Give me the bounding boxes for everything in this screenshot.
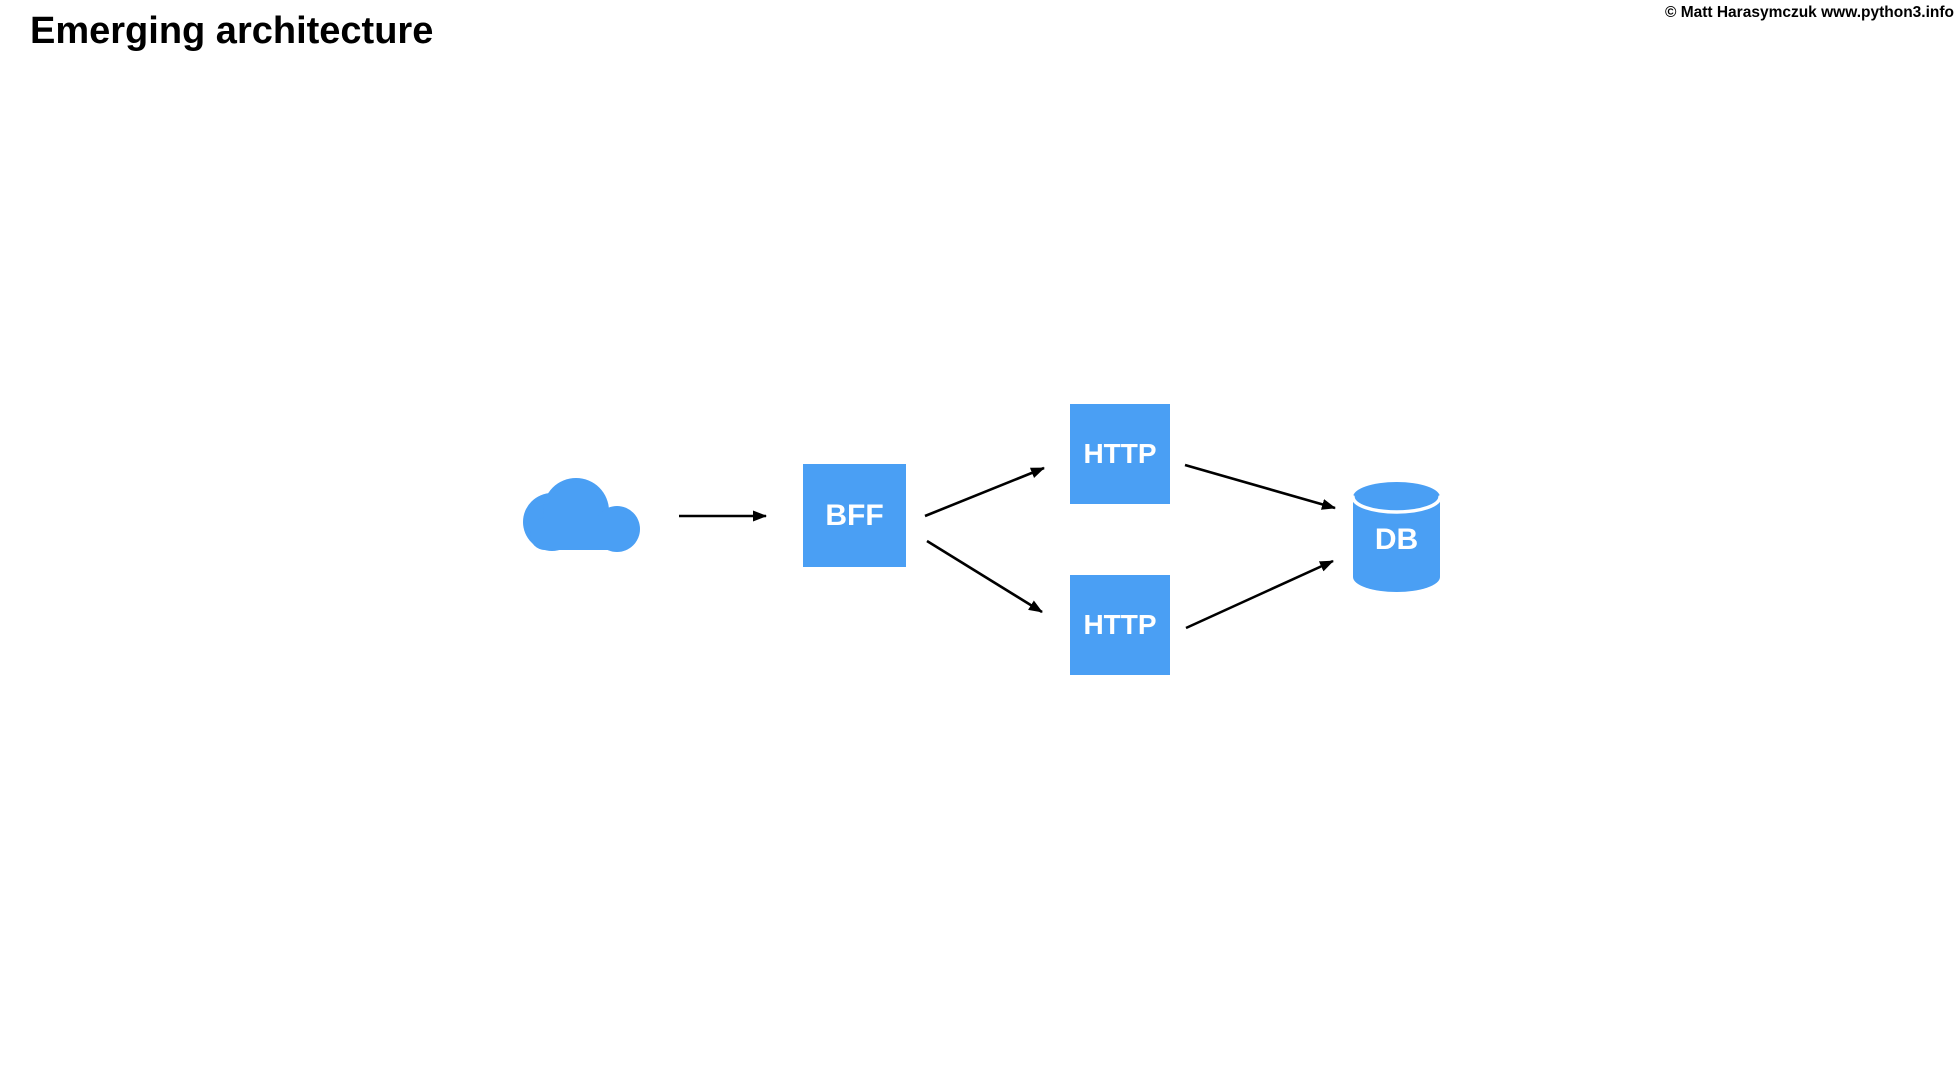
http-top-label: HTTP <box>1083 438 1157 469</box>
db-label: DB <box>1374 523 1419 556</box>
arrow-bff-to-http-top <box>924 466 1045 518</box>
bff-node: BFF <box>803 464 906 567</box>
arrow-http-top-to-db <box>1184 463 1336 510</box>
bff-label: BFF <box>825 498 884 532</box>
arrow-bff-to-http-bottom <box>926 539 1043 614</box>
http-bottom-label: HTTP <box>1083 609 1157 640</box>
database-cylinder-icon <box>1351 482 1442 592</box>
http-bottom-node: HTTP <box>1070 575 1170 675</box>
page-title: Emerging architecture <box>30 10 434 52</box>
cloud-icon <box>523 478 640 552</box>
copyright-text: © Matt Harasymczuk www.python3.info <box>1664 4 1954 21</box>
http-top-node: HTTP <box>1070 404 1170 504</box>
arrow-http-bottom-to-db <box>1185 559 1334 630</box>
